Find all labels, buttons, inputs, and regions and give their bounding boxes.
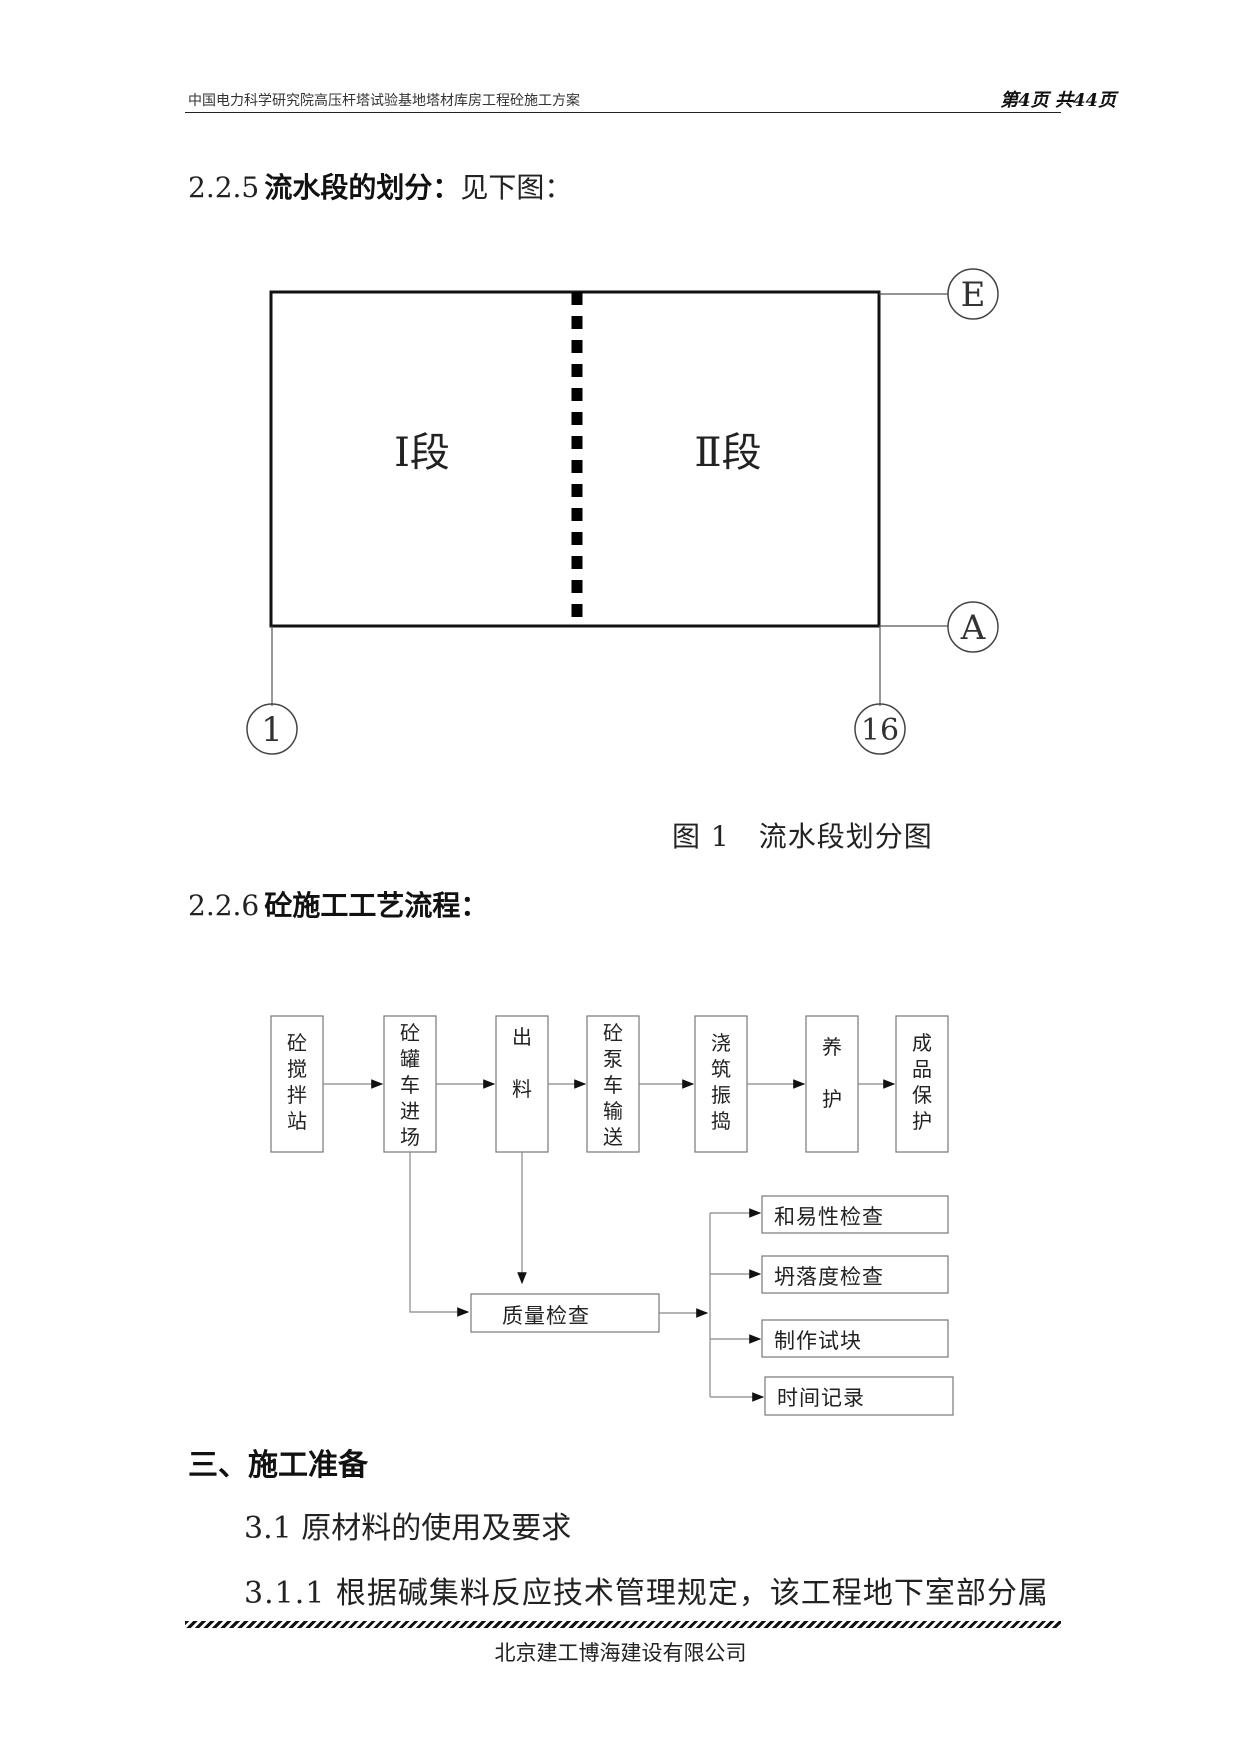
check-box-time-record bbox=[764, 1376, 954, 1416]
step-pump-transport: 砼 泵 车 输 送 bbox=[603, 1021, 623, 1149]
axis-1-bubble bbox=[246, 703, 298, 755]
section-311-paragraph: 3.1.1 根据碱集料反应技术管理规定，该工程地下室部分属 bbox=[244, 1576, 1049, 1611]
axis-16-bubble bbox=[854, 703, 906, 755]
step-truck-arrival: 砼 罐 车 进 场 bbox=[400, 1021, 420, 1149]
segment-2-label: Ⅱ段 bbox=[694, 430, 761, 476]
section-225-rest: 见下图： bbox=[460, 171, 573, 204]
section-225-title: 流水段的划分： bbox=[264, 171, 461, 204]
section-225-heading: 2.2.5 流水段的划分：见下图： bbox=[188, 166, 572, 206]
segment-1-label: Ⅰ段 bbox=[394, 430, 450, 476]
axis-a-bubble bbox=[947, 601, 999, 653]
footer-divider bbox=[185, 1621, 1061, 1628]
section-226-number: 2.2.6 bbox=[188, 889, 260, 922]
connector-truck-to-quality bbox=[409, 1152, 470, 1317]
quality-check-label: 质量检查 bbox=[502, 1304, 590, 1328]
check-time-record: 时间记录 bbox=[777, 1386, 865, 1410]
axis-a-label: A bbox=[960, 608, 986, 648]
axis-16-label: 16 bbox=[861, 713, 899, 748]
step-discharge: 出 料 bbox=[512, 1025, 532, 1101]
segment-diagram: E A 1 16 Ⅰ段 Ⅱ段 bbox=[246, 268, 999, 755]
axis-e-label: E bbox=[961, 275, 986, 315]
section-225-number: 2.2.5 bbox=[188, 171, 260, 204]
section-226-heading: 2.2.6 砼施工工艺流程： bbox=[188, 884, 488, 924]
footer-company: 北京建工博海建设有限公司 bbox=[494, 1641, 747, 1665]
check-test-block: 制作试块 bbox=[774, 1329, 862, 1353]
step-finished-protection: 成 品 保 护 bbox=[912, 1031, 932, 1133]
header-divider bbox=[185, 112, 1061, 113]
page-number: 第4页 共44页 bbox=[1000, 90, 1116, 111]
section-31-heading: 3.1 原材料的使用及要求 bbox=[244, 1511, 572, 1546]
section-3-title: 三、施工准备 bbox=[188, 1448, 368, 1483]
check-box-workability bbox=[761, 1195, 949, 1234]
axis-1-label: 1 bbox=[261, 710, 283, 750]
process-flowchart bbox=[270, 1015, 954, 1416]
check-slump: 坍落度检查 bbox=[774, 1265, 884, 1289]
step-curing: 养 护 bbox=[822, 1035, 842, 1111]
step-pour-vibrate: 浇 筑 振 捣 bbox=[711, 1031, 731, 1133]
step-mixing-station: 砼 搅 拌 站 bbox=[287, 1031, 307, 1133]
check-workability: 和易性检查 bbox=[774, 1205, 884, 1229]
figure-caption: 图 1 流水段划分图 bbox=[672, 820, 933, 853]
step-box-finished-protection bbox=[895, 1015, 949, 1153]
check-box-slump bbox=[761, 1255, 949, 1294]
header-title: 中国电力科学研究院高压杆塔试验基地塔材库房工程砼施工方案 bbox=[188, 93, 580, 109]
check-box-test-block bbox=[761, 1319, 949, 1358]
axis-e-bubble bbox=[947, 268, 999, 320]
section-226-title: 砼施工工艺流程： bbox=[264, 889, 489, 922]
